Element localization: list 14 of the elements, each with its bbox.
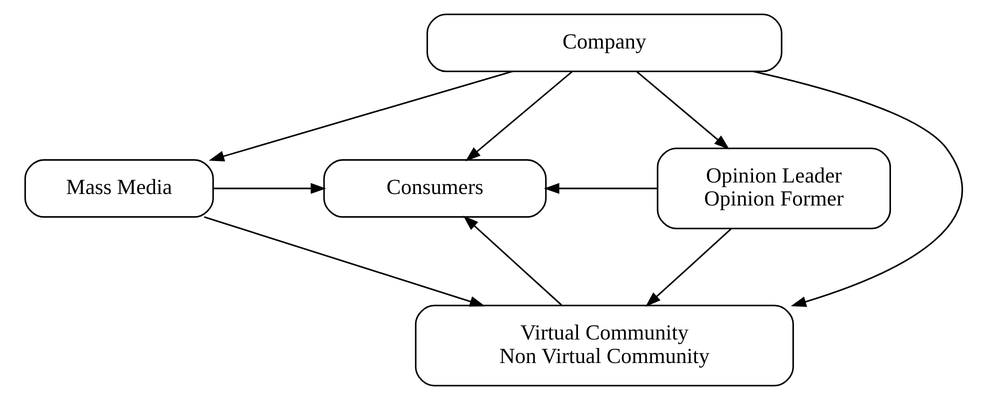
node-box: Company [426,14,782,72]
arrow [462,216,562,306]
arrow [464,70,572,162]
arrow [636,70,729,150]
arrow [543,183,657,194]
arrow [213,183,326,194]
arrow [204,216,485,307]
arrow [208,70,512,162]
node-box: Opinion Leader Opinion Former [656,148,890,230]
arrow [644,228,732,307]
node-box: Consumers [322,159,546,218]
node-box: Mass Media [24,159,214,218]
arrow [752,70,962,307]
node-box: Virtual Community Non Virtual Community [414,304,794,386]
